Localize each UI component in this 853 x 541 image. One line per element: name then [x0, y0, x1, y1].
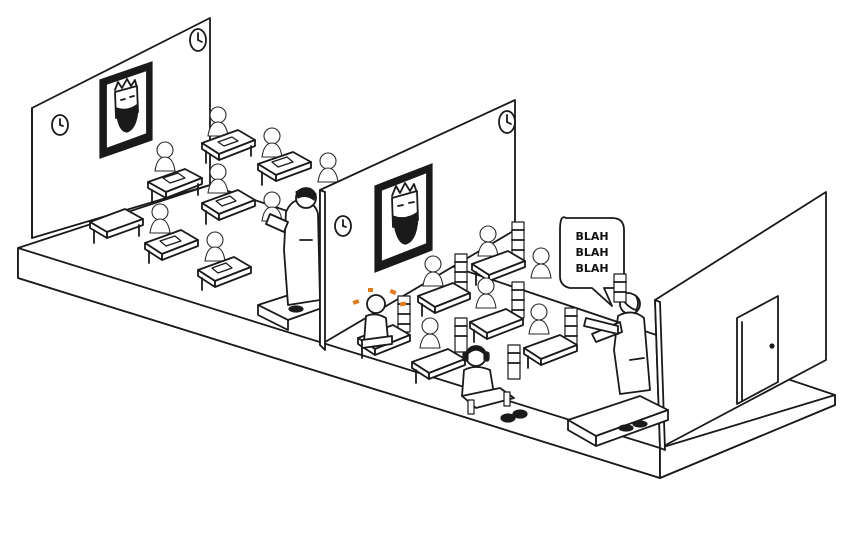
wall-clock-icon	[498, 110, 516, 134]
book-stack	[454, 317, 468, 353]
desk	[144, 229, 199, 264]
desk	[201, 189, 256, 225]
desk	[471, 250, 526, 286]
student-ghost	[477, 225, 499, 257]
wall-clock-icon	[189, 28, 207, 52]
portrait-king-icon	[99, 61, 153, 159]
door-icon	[736, 295, 779, 405]
student-ghost	[317, 152, 339, 183]
book-stack	[454, 253, 468, 295]
desk	[469, 308, 524, 343]
desk	[257, 151, 312, 186]
desk	[147, 168, 203, 203]
wall-clock-icon	[51, 114, 69, 136]
distraction-marks	[352, 288, 407, 307]
student-ghost	[422, 255, 444, 287]
desk	[197, 256, 252, 291]
desk	[201, 129, 256, 164]
book-stack	[511, 281, 525, 319]
book-stack	[507, 344, 521, 380]
desk	[523, 334, 578, 369]
speech-bubble: BLAH BLAH BLAH	[559, 216, 625, 307]
speech-line-2: BLAH	[575, 246, 608, 259]
student-ghost	[149, 203, 171, 234]
book-stack	[397, 295, 411, 333]
student-ghost	[530, 247, 552, 279]
book-stack	[564, 307, 578, 345]
student-ghost	[207, 163, 229, 194]
student-ghost	[528, 303, 550, 335]
book-stack	[613, 273, 627, 303]
speech-line-1: BLAH	[575, 230, 608, 243]
student-ghost	[154, 141, 176, 172]
student-ghost	[419, 317, 441, 349]
student-ghost	[261, 127, 283, 158]
portrait-king-icon	[374, 163, 433, 273]
middle-room-desks	[357, 221, 578, 384]
student-with-headphones	[461, 345, 528, 423]
wall-clock-icon	[334, 215, 352, 237]
student-ghost	[204, 231, 226, 262]
left-room-desks	[89, 106, 339, 291]
desk	[89, 208, 144, 244]
right-teacher	[583, 292, 651, 432]
student-ghost	[207, 106, 229, 137]
student-ghost	[475, 277, 497, 309]
desk	[417, 282, 471, 317]
distracted-student	[352, 288, 407, 349]
speech-line-3: BLAH	[575, 262, 608, 275]
left-teacher	[265, 187, 321, 313]
